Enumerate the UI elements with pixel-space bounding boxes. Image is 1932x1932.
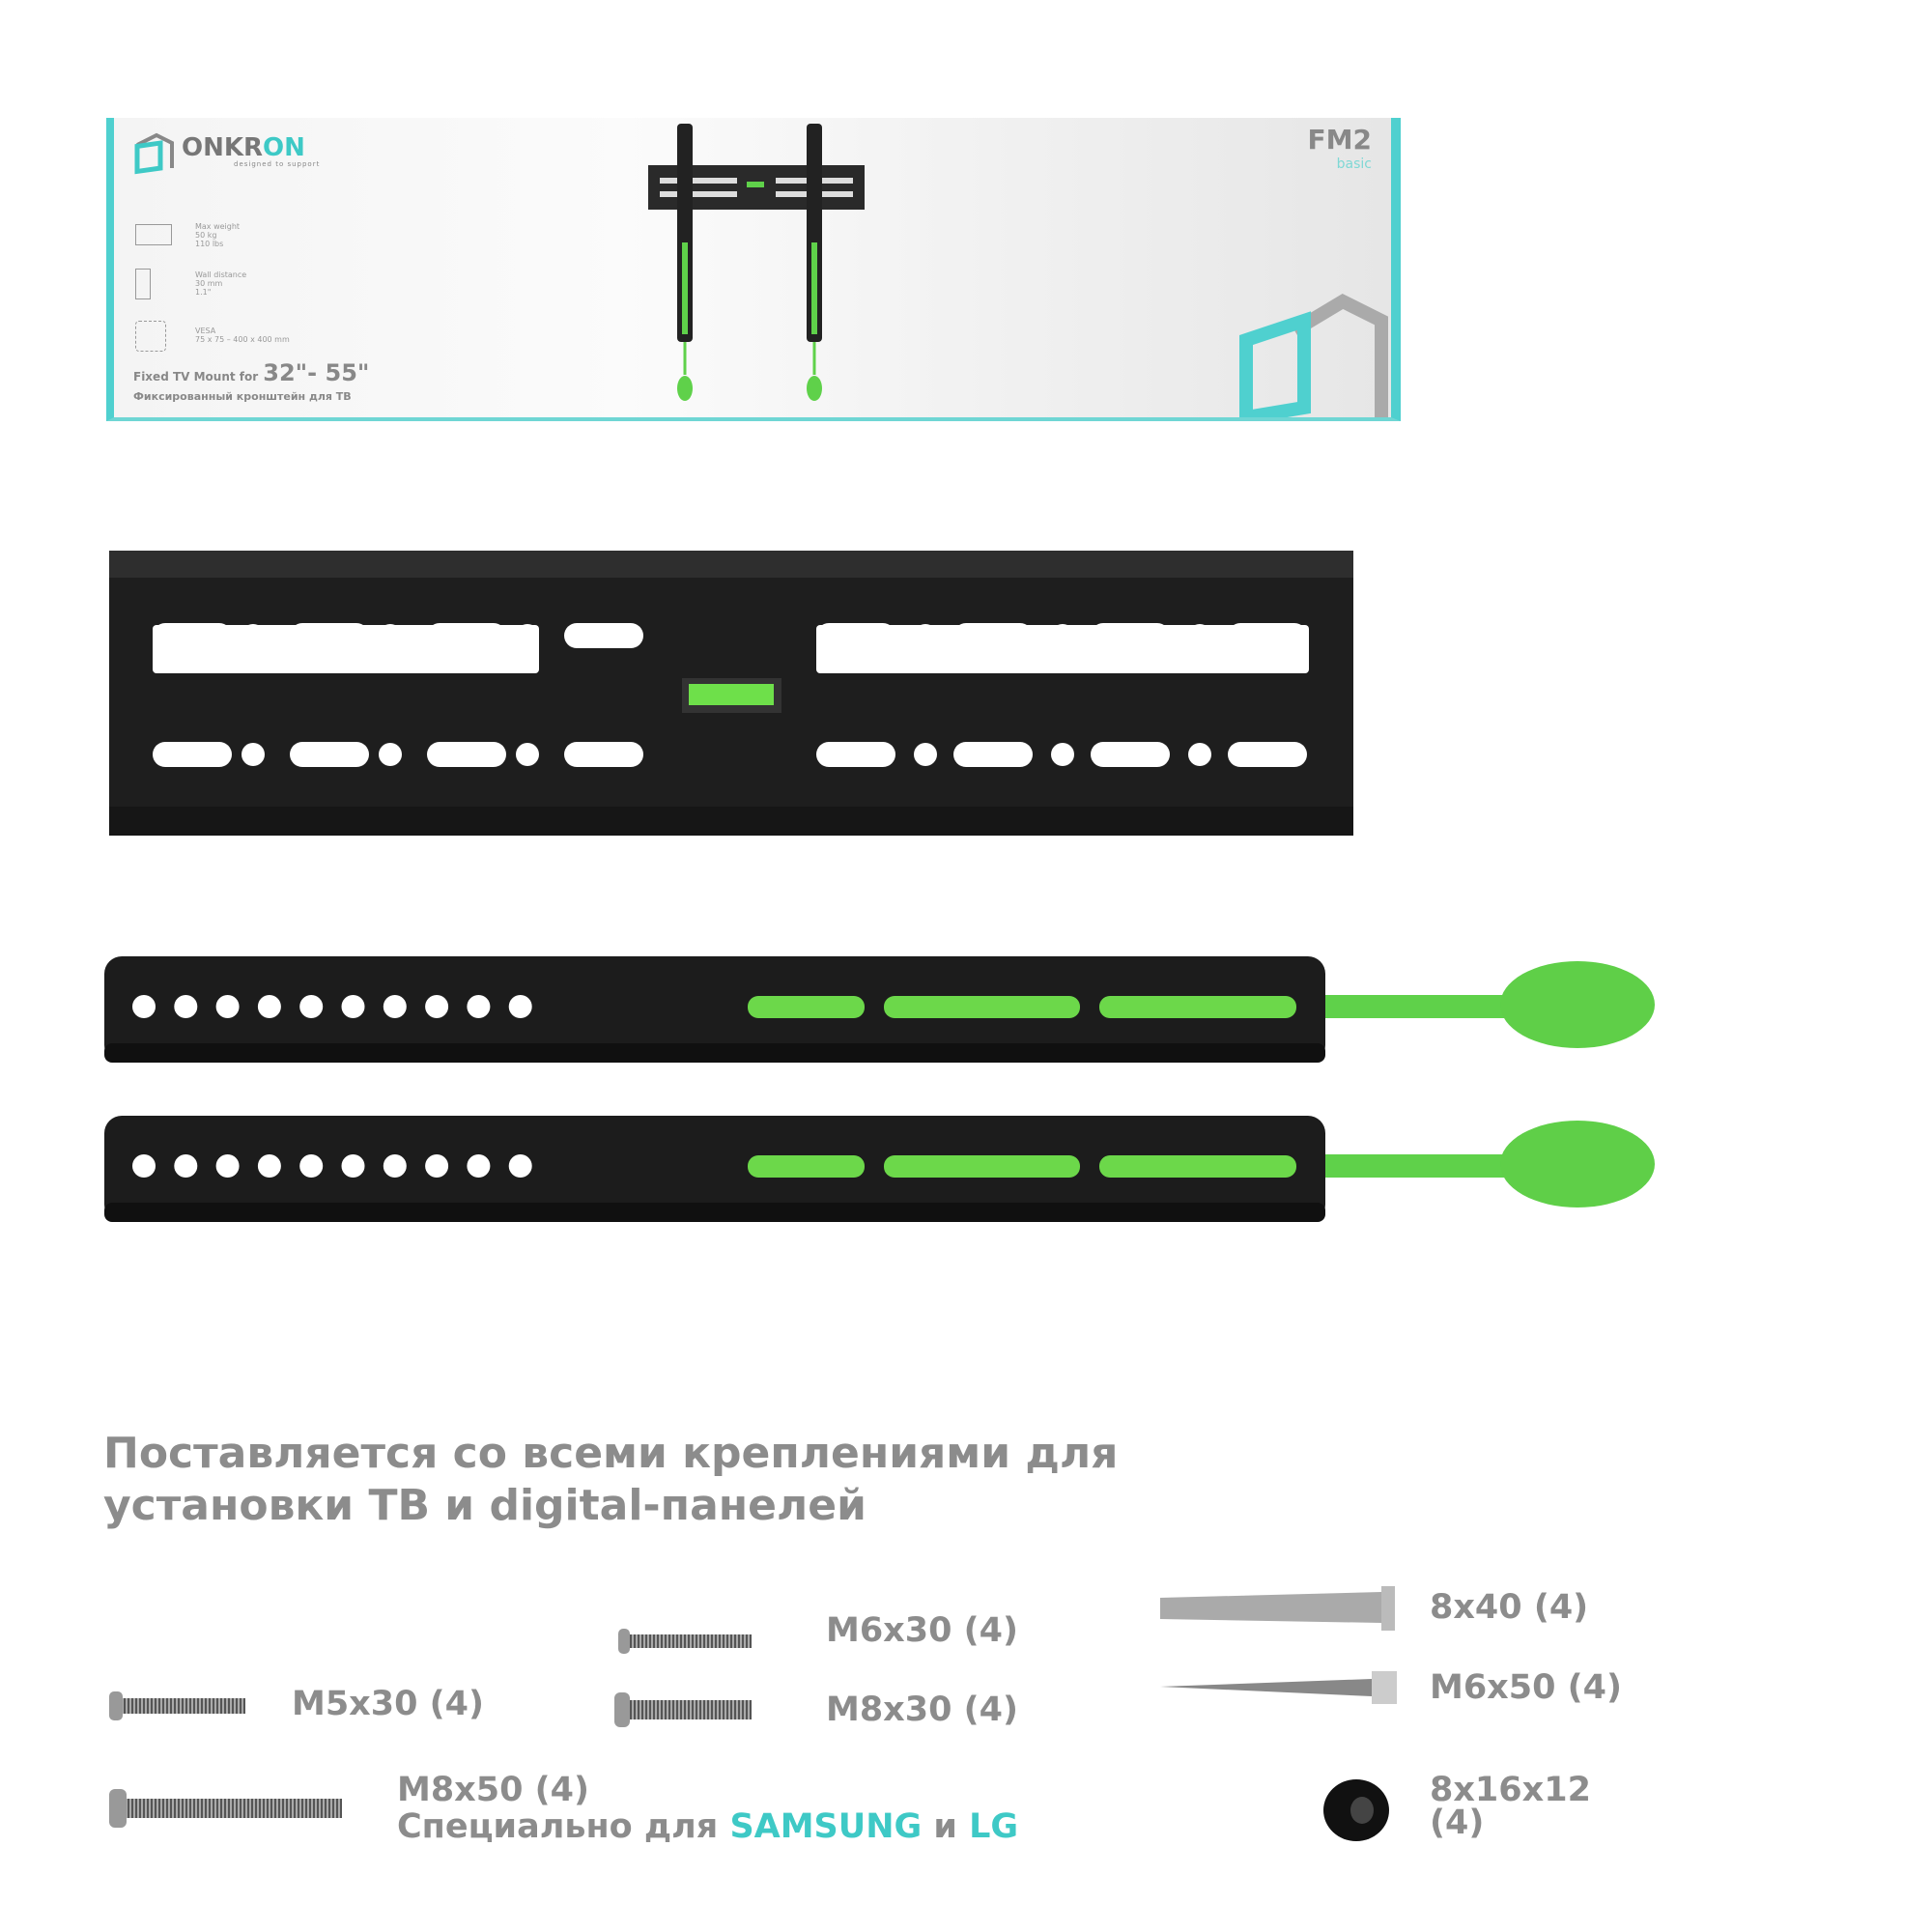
heading-line-2: установки ТВ и digital-панелей [103,1481,867,1530]
lag-screw-icon [1160,1671,1397,1704]
label-anchor: 8x40 (4) [1430,1588,1589,1627]
screw-m5x30-icon [109,1691,245,1720]
label-m8x50: M8x50 (4) [397,1771,589,1809]
tagline: designed to support [234,160,321,168]
wall-anchor-icon [1160,1586,1395,1631]
mounting-arm [104,1116,1325,1222]
screw-m6x30-icon [618,1629,752,1654]
brand-lg: LG [969,1807,1019,1846]
special-note: Специально для SAMSUNG и LG [397,1808,1018,1845]
brand-name: ONKRON [182,133,305,162]
hardware-images [109,1586,1397,1841]
brand-accent: ON [263,133,305,162]
spec-value: 1.1" [195,288,212,297]
bubble-level-icon [689,684,774,705]
brand-text: ONKR [182,133,264,162]
screw-m8x30-icon [614,1692,752,1727]
spec-value: 50 kg [195,231,217,240]
accessories-heading: Поставляется со всеми креплениями для ус… [103,1428,1118,1532]
model-variant: basic [1336,156,1372,172]
model-name: FM2 [1307,124,1372,156]
arms-image [104,956,1655,1222]
label-lag-screw: M6x50 (4) [1430,1668,1622,1707]
wall-distance-icon [135,269,151,299]
big-logo-icon [1239,294,1388,417]
mounting-arm [104,956,1325,1063]
fixed-ru: Фиксированный кронштейн для ТВ [133,390,352,403]
weight-icon [135,224,172,245]
spec-value: 30 mm [195,279,223,288]
heading-line-1: Поставляется со всеми креплениями для [103,1429,1119,1478]
vesa-icon [135,321,166,352]
label-m8x30: M8x30 (4) [826,1690,1018,1729]
label-m6x30: M6x30 (4) [826,1611,1018,1650]
pull-tab-handle [1500,961,1655,1048]
size-range: 32"- 55" [263,359,370,386]
and-text: и [922,1807,970,1846]
label-spacer: 8x16x12 [1430,1771,1591,1809]
mount-preview-image [648,124,865,401]
spec-value: 110 lbs [195,240,224,248]
spec-value: 75 x 75 – 400 x 400 mm [195,335,290,344]
onkron-logo-icon [134,132,174,175]
label-spacer-count: (4) [1430,1804,1485,1842]
spec-title: VESA [195,327,216,335]
fixed-en: Fixed TV Mount for [133,370,259,384]
pull-tab-handle [1500,1121,1655,1208]
brand-samsung: SAMSUNG [729,1807,923,1846]
screw-m8x50-icon [109,1789,342,1828]
label-m5x30: M5x30 (4) [292,1685,484,1723]
special-prefix: Специально для [397,1807,730,1846]
spec-title: Max weight [195,222,241,231]
pull-tab [1325,995,1519,1018]
wall-plate-image [109,551,1353,836]
spec-title: Wall distance [195,270,247,279]
pull-tab [1325,1154,1519,1178]
spacer-nut-icon [1323,1779,1389,1841]
mount-size: Fixed TV Mount for 32"- 55" [133,359,369,386]
